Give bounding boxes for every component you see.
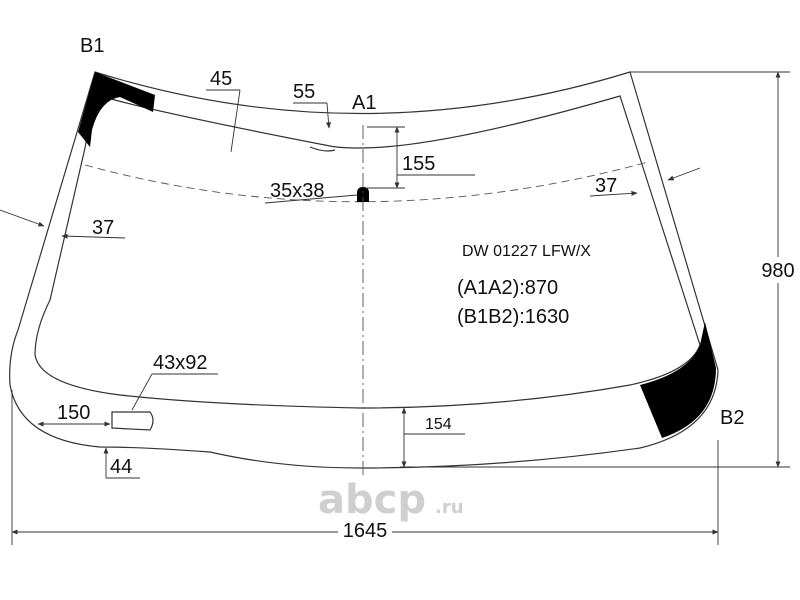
- dim-37-right-leader: [589, 190, 638, 197]
- point-b1-label: B1: [80, 35, 104, 57]
- dim-150-label: 150: [57, 402, 90, 424]
- height-label-bg: [755, 257, 800, 283]
- glass-inner-outline: [34, 95, 701, 409]
- vin-window-label: 43x92: [153, 352, 208, 374]
- spec-b1b2-label: (B1B2):1630: [457, 306, 569, 328]
- point-a1-label: A1: [352, 92, 376, 114]
- part-code-label: DW 01227 LFW/X: [462, 243, 591, 260]
- dim-44-label: 44: [110, 456, 132, 478]
- dim-37-left-leader: [61, 233, 126, 239]
- mirror-pad-label: 35x38: [270, 180, 325, 202]
- dim-45-line: [230, 89, 241, 153]
- total-width-label: 1645: [343, 520, 388, 542]
- vin-window-leader: [131, 373, 153, 411]
- top-center-notch: [309, 146, 336, 152]
- total-height-label: 980: [761, 260, 794, 282]
- width-label-bg: [338, 518, 392, 540]
- b2-black-zone: [640, 322, 716, 438]
- dim-37-right-arrow: [667, 167, 701, 181]
- vin-window: [111, 411, 154, 431]
- watermark-logo-text: abcp: [318, 477, 426, 523]
- watermark-logo-suffix: .ru: [435, 497, 464, 518]
- mirror-pad-leader: [264, 194, 358, 204]
- dim-37-right-label: 37: [595, 175, 617, 197]
- watermark-logo: abcp .ru: [318, 477, 464, 523]
- sun-band-dashed-line: [84, 161, 649, 203]
- mirror-pad: [357, 187, 369, 202]
- b1-black-zone: [78, 72, 155, 147]
- glass-outer-outline: [9, 71, 719, 469]
- dim-45-label: 45: [210, 68, 232, 90]
- dim-55-label: 55: [293, 81, 315, 103]
- spec-a1a2-label: (A1A2):870: [457, 277, 558, 299]
- dim-55-line: [326, 102, 332, 129]
- dim-154-label: 154: [425, 416, 452, 433]
- point-b2-label: B2: [720, 407, 744, 429]
- dim-37-left-arrow: [0, 209, 45, 227]
- dim-37-left-label: 37: [92, 217, 114, 239]
- dim-155-label: 155: [402, 153, 435, 175]
